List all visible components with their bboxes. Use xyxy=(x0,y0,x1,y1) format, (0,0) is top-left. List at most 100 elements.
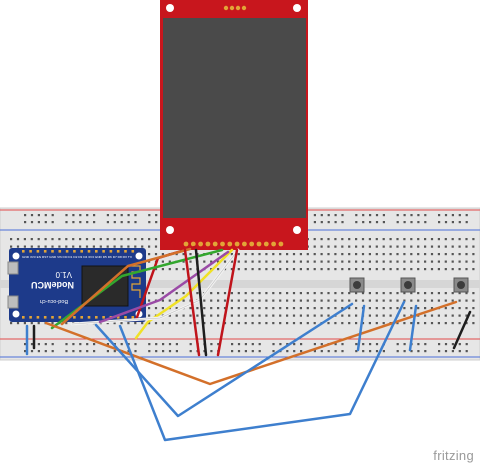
breadboard-hole xyxy=(334,307,337,310)
breadboard-hole xyxy=(403,322,406,325)
breadboard-hole xyxy=(458,214,461,217)
breadboard-hole xyxy=(10,245,13,248)
breadboard-hole xyxy=(175,307,178,310)
breadboard-hole xyxy=(292,292,296,295)
breadboard-hole xyxy=(203,299,206,302)
breadboard-hole xyxy=(375,253,378,256)
breadboard-hole xyxy=(106,238,109,241)
breadboard-hole xyxy=(320,253,323,256)
breadboard-hole xyxy=(251,299,254,302)
breadboard-hole xyxy=(65,343,68,346)
breadboard-hole xyxy=(472,299,475,302)
mcu-pin xyxy=(124,316,127,319)
mcu-pin xyxy=(51,250,54,253)
breadboard-hole xyxy=(355,238,358,241)
breadboard-hole xyxy=(320,307,323,310)
breadboard-hole xyxy=(430,307,434,310)
breadboard-hole xyxy=(396,245,399,248)
center-channel xyxy=(0,280,480,288)
breadboard-hole xyxy=(92,238,95,241)
breadboard-hole xyxy=(182,253,185,256)
breadboard-hole xyxy=(168,299,171,302)
breadboard-hole xyxy=(355,253,358,256)
breadboard-hole xyxy=(44,245,47,248)
breadboard-hole xyxy=(210,350,213,353)
breadboard-hole xyxy=(251,343,254,346)
breadboard-hole xyxy=(362,350,365,353)
breadboard-hole xyxy=(444,343,448,346)
breadboard-hole xyxy=(444,307,447,310)
button-cap xyxy=(457,281,465,289)
breadboard-hole xyxy=(362,343,365,346)
breadboard-hole xyxy=(437,238,440,241)
breadboard-hole xyxy=(258,314,261,317)
breadboard-hole xyxy=(148,260,151,263)
mcu-pin xyxy=(36,316,40,319)
breadboard-hole xyxy=(258,253,261,256)
breadboard-hole xyxy=(230,260,233,263)
mcu-version-label: V1.0 xyxy=(55,270,72,279)
breadboard-hole xyxy=(396,253,399,256)
breadboard-hole xyxy=(113,221,116,224)
breadboard-hole xyxy=(369,214,372,217)
breadboard-hole xyxy=(258,299,261,302)
breadboard-hole xyxy=(306,268,309,271)
breadboard-hole xyxy=(237,307,240,310)
breadboard-hole xyxy=(272,268,275,271)
breadboard-hole xyxy=(37,343,40,346)
mcu-pin xyxy=(109,250,113,253)
usb-connector xyxy=(7,295,19,309)
breadboard-hole xyxy=(272,253,275,256)
breadboard-hole xyxy=(134,214,137,217)
breadboard-hole xyxy=(458,245,461,248)
breadboard-hole xyxy=(127,322,130,325)
breadboard-hole xyxy=(368,253,371,256)
breadboard-hole xyxy=(389,245,392,248)
breadboard-hole xyxy=(334,322,337,325)
breadboard-hole xyxy=(30,245,33,248)
breadboard-hole xyxy=(368,314,371,317)
button-cap xyxy=(353,281,361,289)
mcu-pin xyxy=(124,250,127,253)
wire-purple xyxy=(98,250,230,324)
breadboard-hole xyxy=(161,322,164,325)
display-mount-hole xyxy=(293,226,301,234)
breadboard-hole xyxy=(451,260,454,263)
breadboard-hole xyxy=(327,307,330,310)
breadboard-hole xyxy=(348,238,351,241)
breadboard-hole xyxy=(292,253,296,256)
breadboard-hole xyxy=(79,238,82,241)
breadboard-hole xyxy=(293,350,296,353)
breadboard-hole xyxy=(44,238,47,241)
breadboard-hole xyxy=(223,299,227,302)
breadboard-hole xyxy=(210,307,213,310)
wire-blue xyxy=(94,302,354,418)
breadboard-hole xyxy=(375,292,378,295)
breadboard-hole xyxy=(272,260,275,263)
breadboard-hole xyxy=(86,221,89,224)
breadboard-hole xyxy=(451,245,454,248)
mcu-pin xyxy=(43,316,47,319)
breadboard-hole xyxy=(465,350,468,353)
breadboard-hole xyxy=(148,245,151,248)
breadboard-hole xyxy=(424,260,427,263)
breadboard-hole xyxy=(375,260,378,263)
breadboard-hole xyxy=(162,343,165,346)
breadboard-hole xyxy=(196,314,199,317)
breadboard-hole xyxy=(286,343,289,346)
breadboard-hole xyxy=(189,343,192,346)
breadboard-hole xyxy=(168,260,171,263)
breadboard-hole xyxy=(155,221,158,224)
breadboard-hole xyxy=(341,221,344,224)
breadboard-hole xyxy=(444,245,447,248)
breadboard-hole xyxy=(369,343,372,346)
breadboard-hole xyxy=(465,245,468,248)
breadboard-hole xyxy=(444,322,447,325)
breadboard-hole xyxy=(313,238,316,241)
breadboard-hole xyxy=(424,350,427,353)
breadboard-hole xyxy=(320,299,323,302)
mcu-pin xyxy=(22,250,25,253)
breadboard-hole xyxy=(313,245,316,248)
breadboard-hole xyxy=(286,350,289,353)
breadboard-hole xyxy=(272,343,275,346)
